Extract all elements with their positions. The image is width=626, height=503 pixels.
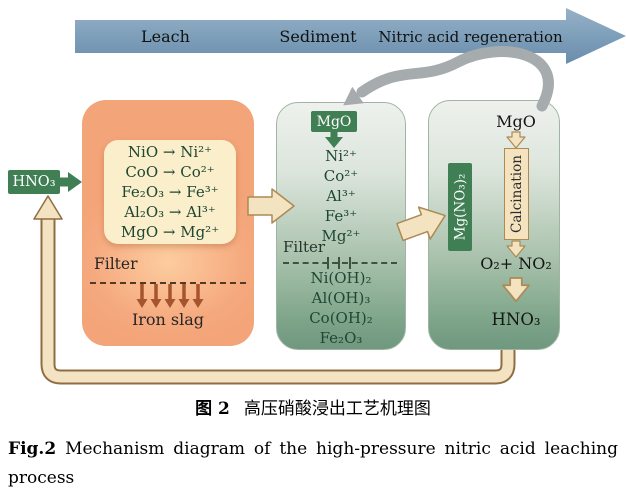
filter-line-precip [283,262,397,264]
ion: Al³⁺ [326,187,356,205]
caption-chinese-number: 图 2 [195,399,230,419]
filter-tick [338,257,340,269]
hno3-badge: HNO₃ [8,170,60,194]
filter-tick [349,257,351,269]
filter-label-leach: Filter [94,255,138,273]
caption-english-text: Mechanism diagram of the high-pressure n… [65,439,619,459]
caption-chinese-text: 高压硝酸浸出工艺机理图 [243,399,431,419]
reaction-line: Al₂O₃ → Al³⁺ [124,203,216,221]
pipe-arrowhead [33,195,63,220]
ion: Ni²⁺ [325,147,357,165]
iron-slag-label: Iron slag [131,310,205,329]
ion-list: Ni²⁺ Co²⁺ Al³⁺ Fe³⁺ Mg²⁺ [276,146,406,246]
precipitation-box [276,102,406,350]
filter-label-precip: Filter [283,238,326,256]
ion: Mg²⁺ [321,227,361,245]
acid-feed-arrow [58,172,82,192]
caption-english-line2: process [8,468,75,488]
precipitate: Al(OH)₃ [311,289,371,307]
mgo-return-arrowhead [343,86,364,106]
gas-to-acid-arrow [502,277,530,303]
precip-to-regen-arrow [396,206,446,242]
mgno3-badge-label: Mg(NO₃)₂ [452,173,469,241]
slag-filter-arrows [136,284,204,308]
caption-english-number: Fig.2 [8,439,57,459]
reaction-line: Fe₂O₃ → Fe³⁺ [121,183,219,201]
mgo-to-calcination-arrow [506,131,526,149]
banner-label-regeneration: Nitric acid regeneration [378,28,563,46]
mgo-product-label: MgO [496,112,536,131]
calcination-label: Calcination [508,155,525,233]
precipitate: Fe₂O₃ [319,329,363,347]
filter-line-leach [90,282,246,284]
caption-english-line1: Fig.2 Mechanism diagram of the high-pres… [8,436,618,462]
mgno3-badge: Mg(NO₃)₂ [448,163,472,251]
gas-label: O₂+ NO₂ [480,254,552,273]
precipitate-list: Ni(OH)₂ Al(OH)₃ Co(OH)₂ Fe₂O₃ [276,268,406,348]
calcination-box: Calcination [504,148,529,240]
reaction-line: MgO → Mg²⁺ [120,223,220,241]
regenerated-acid-label: HNO₃ [491,310,541,329]
banner-label-leach: Leach [141,27,190,46]
ion: Fe³⁺ [324,207,358,225]
mgo-add-arrow [325,132,343,148]
caption-chinese: 图 2 高压硝酸浸出工艺机理图 [0,394,626,419]
reaction-line: NiO → Ni²⁺ [127,143,213,161]
reaction-line: CoO → Co²⁺ [125,163,215,181]
precipitate: Ni(OH)₂ [310,269,372,287]
mgo-badge: MgO [311,111,357,132]
mgo-return-arrow [356,46,554,112]
filter-tick [327,257,329,269]
banner-label-sediment: Sediment [279,27,357,46]
precipitate: Co(OH)₂ [309,309,373,327]
reaction-panel: NiO → Ni²⁺ CoO → Co²⁺ Fe₂O₃ → Fe³⁺ Al₂O₃… [104,140,236,244]
leach-to-precip-arrow [247,188,295,224]
acid-recycle-pipe [33,195,516,385]
ion: Co²⁺ [323,167,359,185]
